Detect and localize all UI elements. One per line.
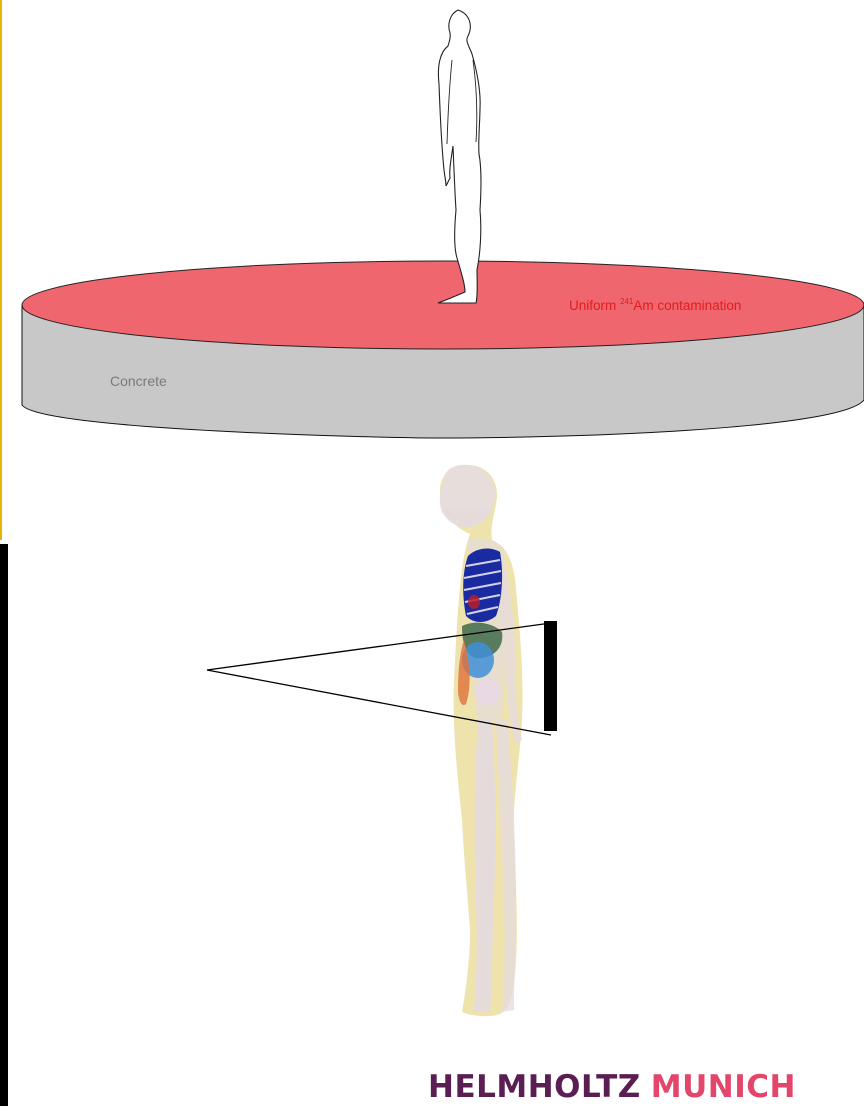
contamination-label: Uniform 241Am contamination (569, 297, 741, 313)
contamination-label-prefix: Uniform (569, 298, 620, 313)
logo-word-munich: MUNICH (651, 1069, 796, 1105)
contamination-label-suffix: Am contamination (633, 298, 741, 313)
helmholtz-munich-logo: HELMHOLTZ MUNICH (428, 1072, 796, 1103)
contaminated-platform (22, 261, 864, 438)
contamination-label-isotope: 241 (620, 297, 634, 306)
concrete-label: Concrete (110, 373, 167, 389)
logo-word-helmholtz: HELMHOLTZ (428, 1069, 641, 1105)
voxel-phantom (440, 465, 523, 1016)
standing-human-outline (438, 10, 481, 303)
frame-bar-left (0, 544, 8, 1106)
phantom-heart (468, 595, 480, 609)
frame-border-left (0, 0, 2, 540)
detector-bar (544, 621, 557, 731)
